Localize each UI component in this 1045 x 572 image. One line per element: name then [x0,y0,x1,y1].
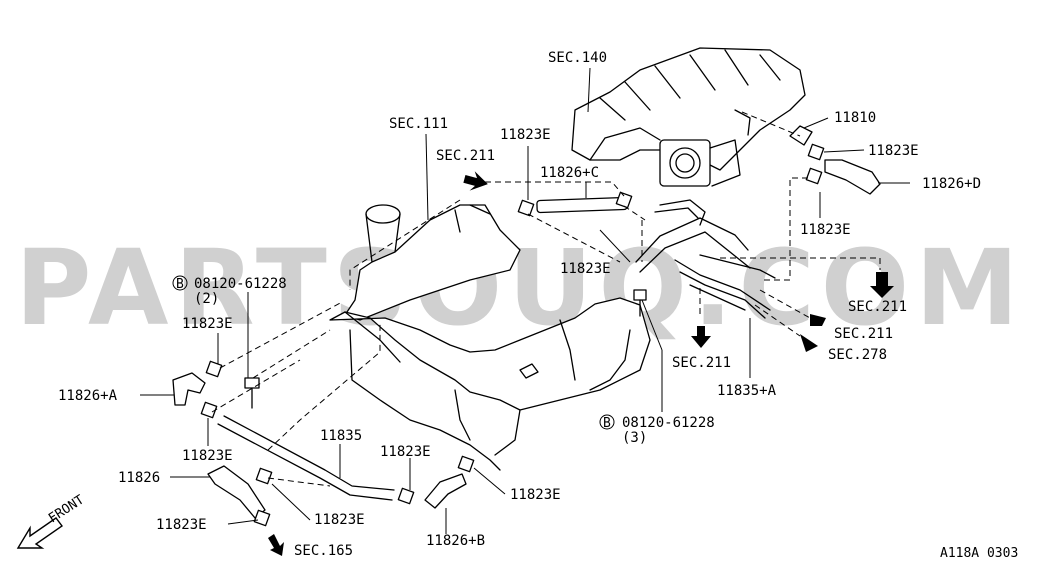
dashed-connection-lines [211,111,881,487]
callout-sec-140: SEC.140 [548,50,607,66]
front-direction-indicator: FRONT [16,492,87,549]
callout-11823e-bottom-right: 11823E [510,487,561,503]
figure-code: A118A 0303 [940,546,1018,561]
front-arrow-icon [16,517,63,549]
vacuum-tube-assembly-drawing [635,199,776,319]
callout-sec-165: SEC.165 [294,543,353,559]
bolt-marker-icon [172,275,188,291]
callout-bolt-1-qty: (2) [194,291,219,307]
callout-11823e-left-1: 11823E [182,316,233,332]
air-cleaner-drawing [344,204,521,321]
callout-11826-c: 11826+C [540,165,599,181]
callout-11826-a: 11826+A [58,388,118,404]
callout-bolt-2-qty: (3) [622,430,647,446]
callout-11826-d: 11826+D [922,176,981,192]
callout-11835-a: 11835+A [717,383,777,399]
front-label: FRONT [46,492,87,526]
callout-labels: SEC.140 SEC.111 SEC.211 11823E 11826+C 1… [58,50,981,559]
intake-manifold-drawing [571,47,806,187]
bolt-marker-letter: B [603,416,611,431]
callout-11823e-right-2: 11823E [800,222,851,238]
callout-sec-211-top: SEC.211 [436,148,495,164]
engine-block-drawing [329,297,651,471]
callout-11823e-left-2: 11823E [182,448,233,464]
bolt-marker-letter: B [176,277,184,292]
callout-sec-211-right-1: SEC.211 [848,299,907,315]
callout-sec-211-mid: SEC.211 [672,355,731,371]
hoses-drawing [172,125,881,519]
callout-11810: 11810 [834,110,876,126]
callout-bolt-2-number: 08120-61228 [622,415,715,431]
callout-11823e-right: 11823E [868,143,919,159]
callout-11823e-bottom-center: 11823E [314,512,365,528]
callout-11823e-center: 11823E [380,444,431,460]
callout-11826-b: 11826+B [426,533,485,549]
callout-11826: 11826 [118,470,160,486]
callout-11823e-top: 11823E [500,127,551,143]
callout-11823e-mid: 11823E [560,261,611,277]
callout-sec-211-right-2: SEC.211 [834,326,893,342]
callout-11823e-bottom-left: 11823E [156,517,207,533]
clamps-drawing [200,143,825,527]
callout-sec-111: SEC.111 [389,116,448,132]
callout-bolt-1-number: 08120-61228 [194,276,287,292]
callout-sec-278: SEC.278 [828,347,887,363]
direction-arrows [268,171,894,556]
callout-11835: 11835 [320,428,362,444]
bolt-marker-icon [599,414,615,430]
bolts-drawing [244,289,647,409]
leader-lines [140,67,910,534]
